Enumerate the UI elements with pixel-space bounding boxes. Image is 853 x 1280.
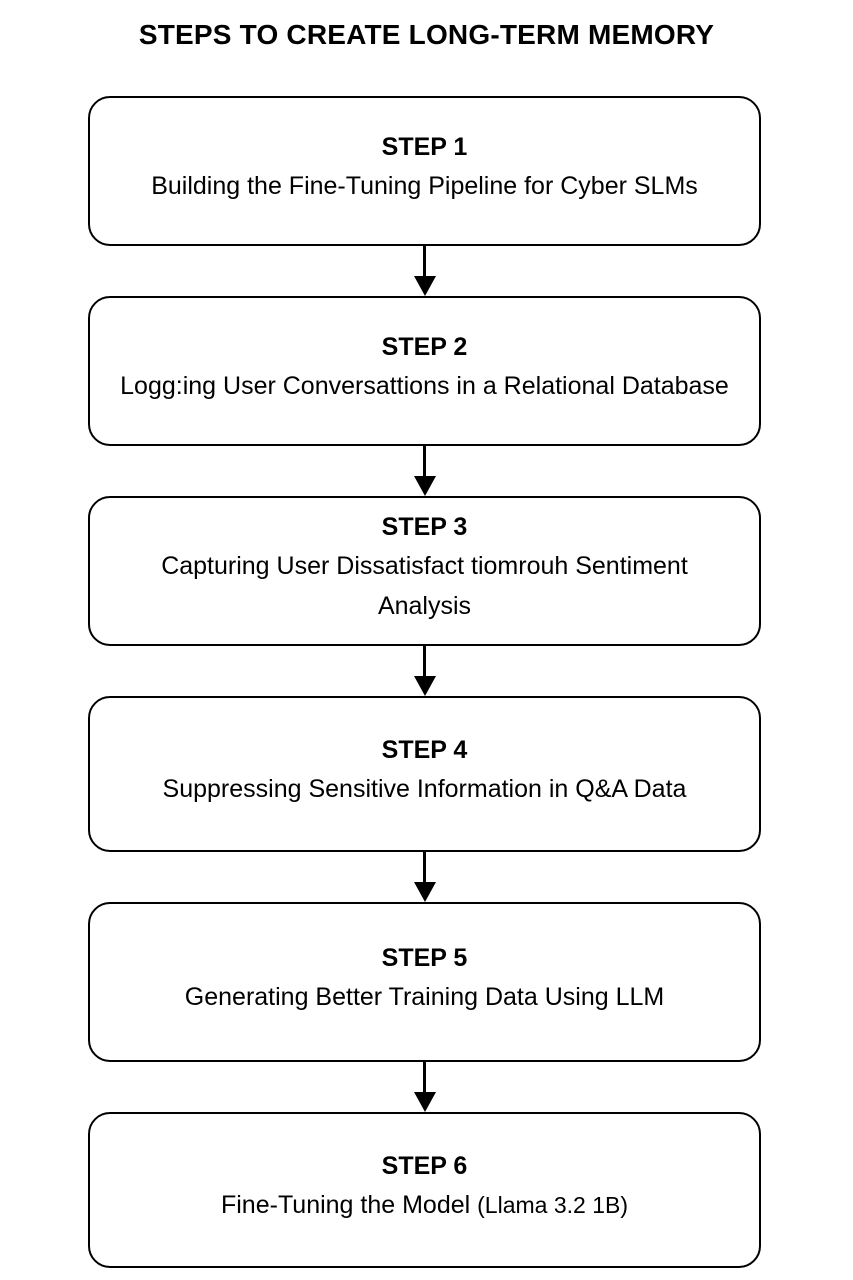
arrow-head-down-icon: [413, 476, 436, 496]
arrow-shaft: [422, 852, 426, 886]
arrow-step-4-to-step-5: [88, 852, 761, 902]
step-heading: STEP 3: [381, 513, 468, 541]
arrow-step-5-to-step-6: [88, 1062, 761, 1112]
flow-node-step-4[interactable]: STEP 4 Suppressing Sensitive Information…: [88, 696, 761, 852]
arrow-head-down-icon: [413, 1092, 436, 1112]
arrow-head-down-icon: [413, 276, 436, 296]
arrow-shaft: [422, 646, 426, 680]
arrow-step-1-to-step-2: [88, 246, 761, 296]
flow-node-step-5[interactable]: STEP 5 Generating Better Training Data U…: [88, 902, 761, 1062]
step-heading: STEP 4: [381, 736, 468, 764]
step-body: Capturing User Dissatisfact tiomrouh Sen…: [161, 552, 688, 620]
arrow-head-down-icon: [413, 882, 436, 902]
step-body: Logg:ing User Conversattions in a Relati…: [120, 372, 729, 400]
step-body: Fine-Tuning the Model (Llama 3.2 1B): [221, 1185, 628, 1225]
step-heading: STEP 6: [381, 1152, 468, 1180]
arrow-step-3-to-step-4: [88, 646, 761, 696]
step-heading: STEP 1: [381, 133, 468, 161]
step-body: Generating Better Training Data Using LL…: [184, 983, 665, 1011]
flow-node-step-3[interactable]: STEP 3 Capturing User Dissatisfact tiomr…: [88, 496, 761, 646]
flow-node-step-6[interactable]: STEP 6 Fine-Tuning the Model (Llama 3.2 …: [88, 1112, 761, 1268]
flow-container: STEP 1 Building the Fine-Tuning Pipeline…: [88, 96, 761, 1268]
arrow-shaft: [422, 246, 426, 280]
step-body-main: Fine-Tuning the Model: [220, 1191, 478, 1219]
flow-node-step-2[interactable]: STEP 2 Logg:ing User Conversattions in a…: [88, 296, 761, 446]
step-heading: STEP 5: [381, 944, 468, 972]
page-title: STEPS TO CREATE LONG-TERM MEMORY: [138, 19, 715, 50]
flow-node-step-1[interactable]: STEP 1 Building the Fine-Tuning Pipeline…: [88, 96, 761, 246]
step-body: Suppressing Sensitive Information in Q&A…: [162, 775, 687, 803]
arrow-head-down-icon: [413, 676, 436, 696]
arrow-shaft: [422, 1062, 426, 1096]
step-body-model-name: (Llama 3.2 1B): [477, 1192, 628, 1218]
arrow-shaft: [422, 446, 426, 480]
step-body: Building the Fine-Tuning Pipeline for Cy…: [151, 172, 698, 200]
arrow-step-2-to-step-3: [88, 446, 761, 496]
step-heading: STEP 2: [381, 333, 468, 361]
